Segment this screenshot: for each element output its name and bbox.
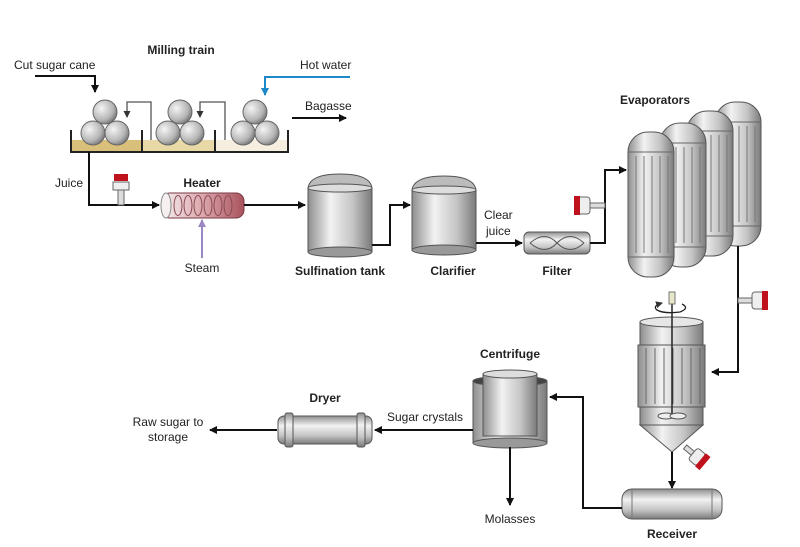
crystallizer — [637, 291, 706, 453]
mill-trough — [70, 130, 289, 153]
molasses-label: Molasses — [485, 512, 536, 526]
juice-level-1 — [71, 140, 142, 152]
clarifier — [411, 175, 477, 256]
dryer-label: Dryer — [309, 391, 341, 405]
agitator-motor — [668, 291, 676, 305]
raw-sugar-label-2: storage — [148, 430, 188, 444]
juice-level-2 — [142, 140, 215, 152]
evaporators-label: Evaporators — [620, 93, 690, 107]
sulfination-tank — [307, 173, 373, 258]
clarifier-label: Clarifier — [430, 264, 476, 278]
clear-juice-label-1: Clear — [484, 208, 513, 222]
recycle-arrow-2 — [196, 101, 226, 140]
bagasse-label: Bagasse — [305, 99, 352, 113]
steam-label: Steam — [185, 261, 220, 275]
hot-water-label: Hot water — [300, 58, 351, 72]
filter — [523, 231, 591, 255]
dryer — [277, 412, 373, 448]
receiver-outlet-line — [549, 393, 622, 509]
evaporator-outlet-line — [711, 246, 739, 376]
roller-set-3 — [230, 99, 280, 146]
hot-water-arrow — [261, 76, 350, 96]
receiver — [621, 488, 723, 520]
juice-line — [88, 152, 160, 209]
rotation-arrow-icon — [654, 301, 687, 314]
recycle-arrow-1 — [123, 101, 152, 140]
sulfination-tank-label: Sulfination tank — [295, 264, 385, 278]
evaporators — [627, 101, 762, 278]
valve-icon — [112, 174, 130, 206]
clear-juice-label-2: juice — [485, 224, 511, 238]
milling-train — [70, 99, 289, 153]
juice-label: Juice — [55, 176, 83, 190]
heater — [160, 192, 245, 219]
milling-train-label: Milling train — [147, 43, 214, 57]
valve-icon — [574, 196, 606, 215]
roller-set-1 — [80, 99, 130, 146]
filter-label: Filter — [542, 264, 572, 278]
centrifuge — [472, 369, 548, 449]
roller-set-2 — [155, 99, 205, 146]
evaporator-column — [627, 131, 675, 278]
raw-sugar-label-1: Raw sugar to — [133, 415, 204, 429]
valve-icon — [682, 444, 711, 471]
centrifuge-label: Centrifuge — [480, 347, 540, 361]
valve-icon — [737, 291, 768, 310]
sulfination-outlet-line — [372, 201, 411, 246]
heater-label: Heater — [183, 176, 221, 190]
sugar-crystals-label: Sugar crystals — [387, 410, 463, 424]
receiver-label: Receiver — [647, 527, 697, 541]
cut-sugar-cane-label: Cut sugar cane — [14, 58, 96, 72]
cane-feed-arrow — [35, 75, 99, 93]
